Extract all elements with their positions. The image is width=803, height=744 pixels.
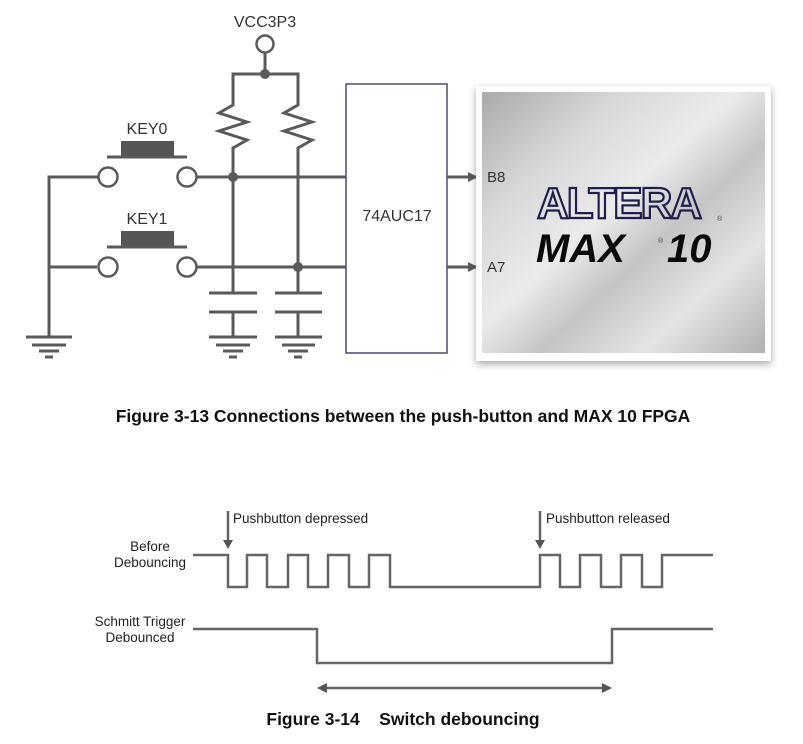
altera-registered-mark: ®	[717, 215, 723, 223]
altera-logo: ALTERA	[537, 179, 701, 228]
key0-right-terminal-icon	[176, 166, 198, 188]
power-junction-dot	[260, 69, 270, 79]
key0-left-terminal-icon	[97, 166, 119, 188]
capacitor-key0-icon	[209, 177, 257, 359]
before-debouncing-waveform	[193, 553, 713, 589]
power-terminal-icon	[255, 34, 275, 54]
before-debouncing-label-line2: Debouncing	[114, 555, 186, 570]
schmitt-trigger-label-line2: Debounced	[105, 630, 174, 645]
pin-a7-label: A7	[487, 259, 505, 276]
debounce-timing-diagram: Pushbutton depressed Pushbutton released…	[95, 511, 713, 729]
schmitt-trigger-waveform	[193, 627, 713, 665]
released-annotation: Pushbutton released	[546, 511, 670, 526]
key1-left-terminal-icon	[97, 256, 119, 278]
ground-rail-wire	[47, 175, 107, 337]
key1-label: KEY1	[127, 211, 168, 228]
pin-b8-label: B8	[487, 169, 505, 186]
key1-right-terminal-icon	[176, 256, 198, 278]
max-registered-mark: ®	[658, 237, 664, 245]
before-debouncing-label-line1: Before	[130, 539, 170, 554]
depressed-annotation: Pushbutton depressed	[233, 511, 368, 526]
pullup-resistor-key0-icon	[214, 100, 252, 177]
power-rail-label: VCC3P3	[234, 14, 296, 31]
max-logo-number: 10	[667, 227, 712, 271]
key1-pushbutton: KEY1	[97, 211, 198, 278]
debounce-duration-arrow-icon	[317, 683, 612, 693]
key0-pushbutton: KEY0	[97, 121, 198, 188]
released-arrow-icon	[535, 540, 545, 549]
pullup-resistor-key1-icon	[279, 100, 317, 267]
figure-3-13-caption: Figure 3-13 Connections between the push…	[116, 406, 691, 426]
buffer-ic-74auc17	[345, 83, 448, 354]
push-button-schematic: VCC3P3 KEY0 KEY1	[26, 14, 771, 426]
key0-label: KEY0	[127, 121, 168, 138]
depressed-arrow-icon	[223, 540, 233, 549]
figure-3-14-caption: Figure 3-14 Switch debouncing	[266, 709, 539, 729]
capacitor-key1-icon	[275, 267, 322, 359]
chip-surface	[482, 92, 765, 353]
max10-fpga-chip: B8 A7 ALTERA ® MAX ® 10	[476, 86, 771, 361]
key1-plunger-icon	[121, 231, 174, 246]
schmitt-trigger-label-line1: Schmitt Trigger	[95, 614, 186, 629]
key0-plunger-icon	[121, 141, 174, 156]
buffer-ic-label: 74AUC17	[362, 208, 431, 225]
ground-symbol-icon	[26, 335, 72, 359]
max-logo-word: MAX	[536, 227, 627, 271]
